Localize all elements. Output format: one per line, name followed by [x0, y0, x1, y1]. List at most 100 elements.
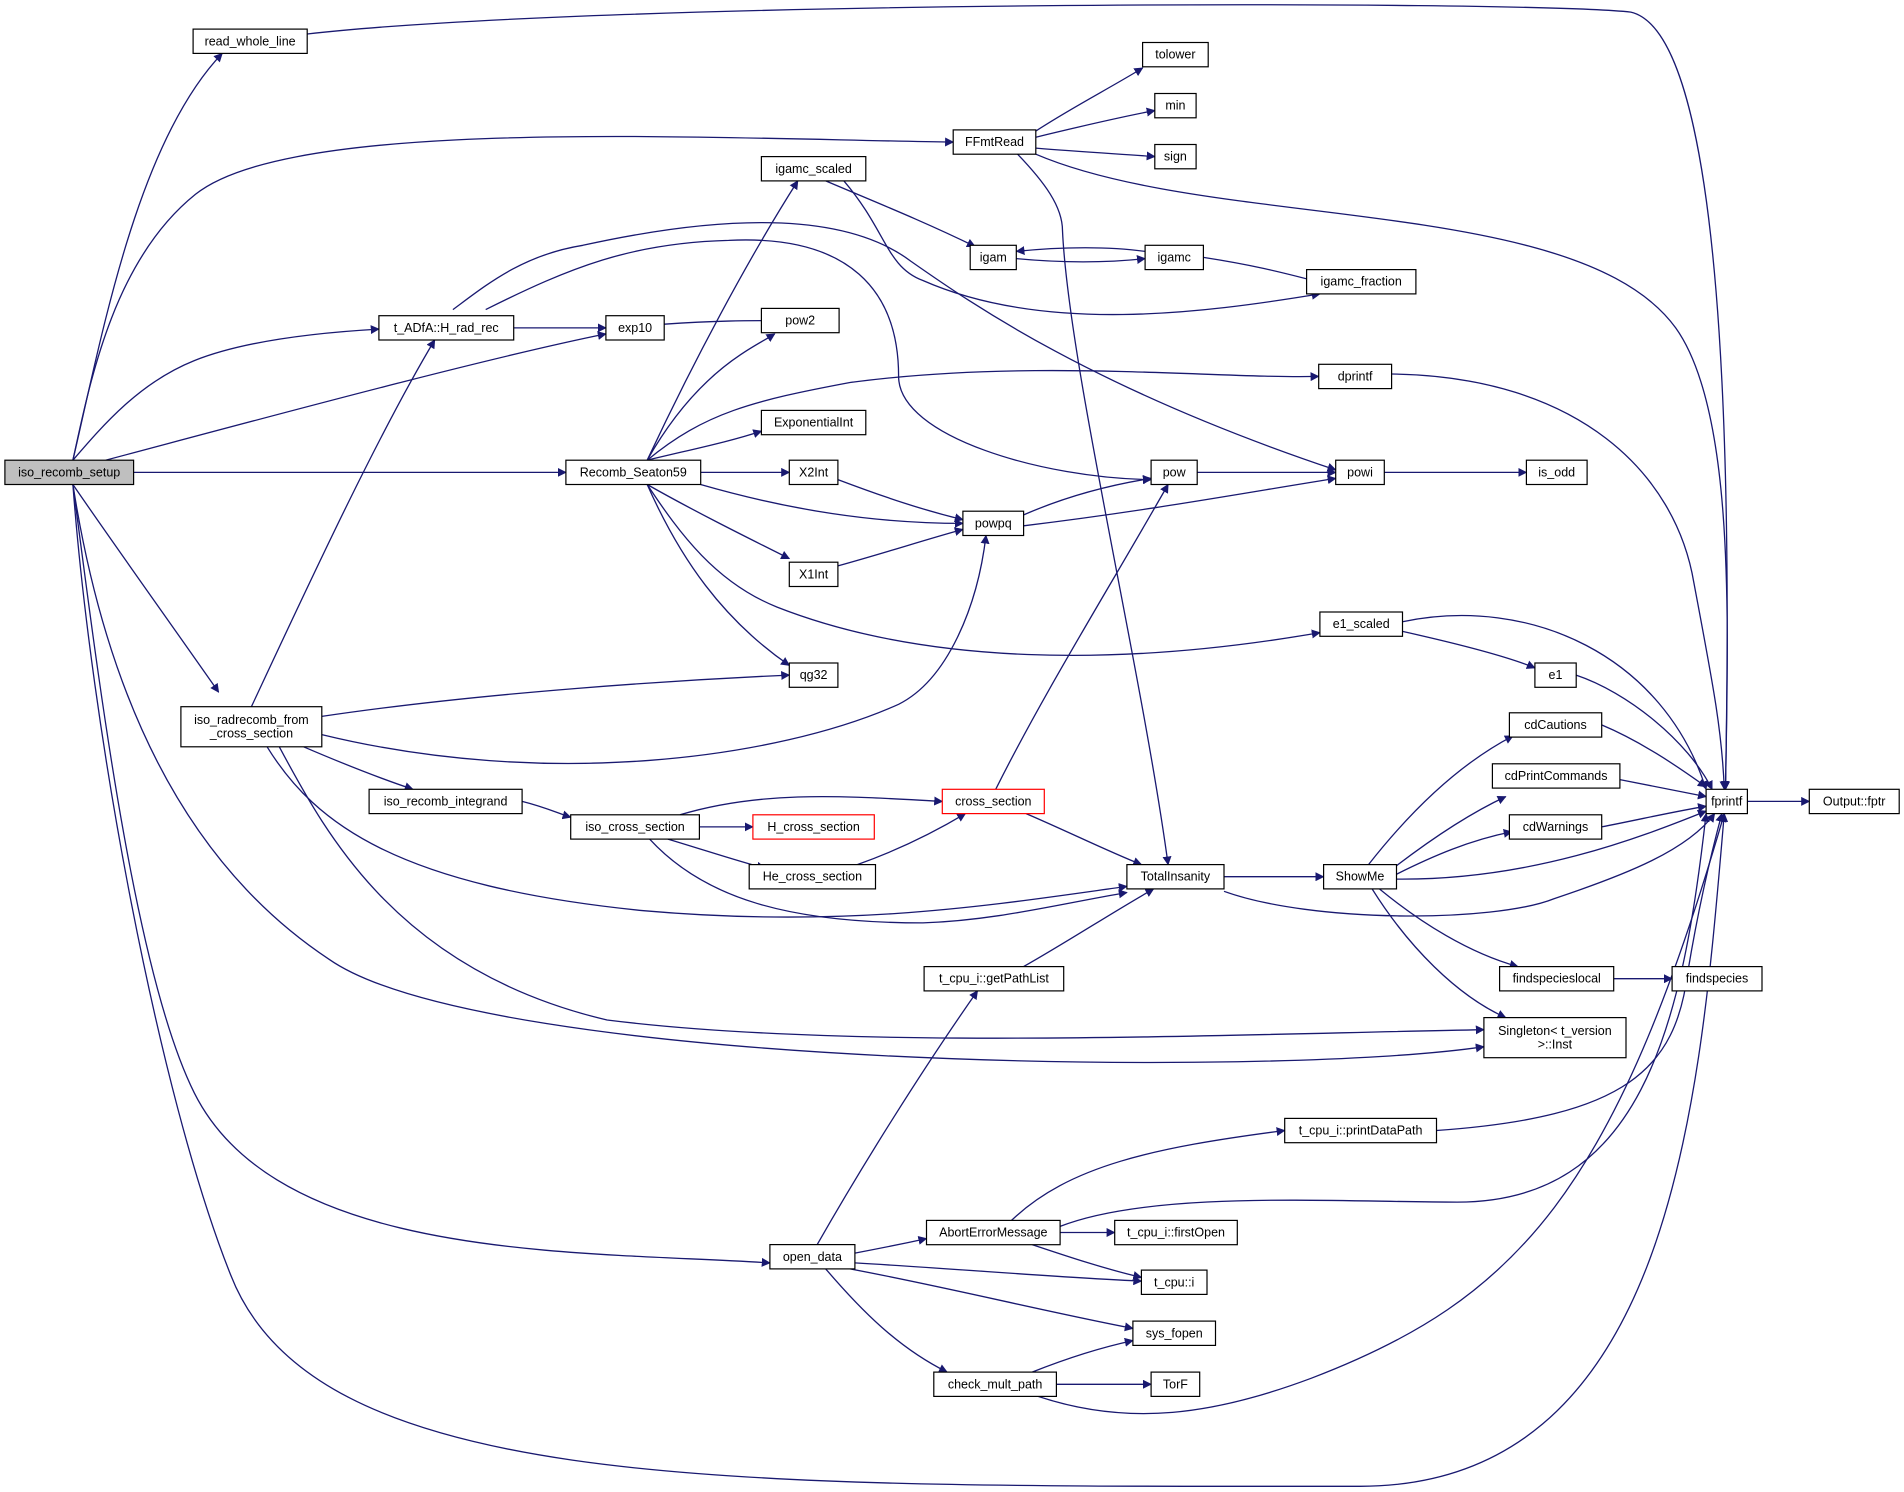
- node-pow2[interactable]: pow2: [760, 307, 840, 334]
- edge-iso_recomb_setup-to-fprintf: [72, 484, 1729, 1487]
- node-is_odd[interactable]: is_odd: [1525, 459, 1588, 486]
- edge-Recomb_Seaton59-to-e1_scaled: [646, 484, 1321, 657]
- node-findspecieslocal[interactable]: findspecieslocal: [1498, 965, 1615, 992]
- node-box-igam: [969, 244, 1017, 271]
- node-ExponentialInt[interactable]: ExponentialInt: [760, 409, 867, 436]
- edge-Recomb_Seaton59-to-X1Int: [646, 483, 791, 560]
- node-box-powpq: [962, 510, 1025, 537]
- node-label-min: min: [1165, 99, 1185, 113]
- node-check_mult_path[interactable]: check_mult_path: [933, 1371, 1057, 1397]
- call-edges: [72, 4, 1811, 1487]
- node-iso_radrecomb[interactable]: iso_radrecomb_from_cross_section: [180, 706, 323, 748]
- node-label-iso_recomb_integrand: iso_recomb_integrand: [384, 794, 508, 808]
- edge-ShowMe-to-cdPrintCommands: [1396, 795, 1507, 867]
- node-e1_scaled[interactable]: e1_scaled: [1319, 611, 1404, 637]
- node-e1[interactable]: e1: [1534, 662, 1577, 688]
- edge-iso_cross_section-to-cross_section: [679, 795, 944, 816]
- node-igam[interactable]: igam: [969, 244, 1017, 271]
- node-box-Output_fptr: [1808, 788, 1900, 815]
- node-X1Int[interactable]: X1Int: [788, 561, 839, 588]
- node-cdWarnings[interactable]: cdWarnings: [1508, 814, 1603, 840]
- edge-ShowMe-to-Singleton_Inst: [1371, 888, 1507, 1019]
- edge-cross_section-to-TotalInsanity: [1025, 813, 1143, 866]
- node-box-open_data: [769, 1243, 856, 1270]
- edge-iso_recomb_setup-to-H_rad_rec: [72, 325, 380, 461]
- node-X2Int[interactable]: X2Int: [788, 459, 839, 486]
- node-He_cross_section[interactable]: He_cross_section: [748, 863, 877, 890]
- node-t_cpu_i[interactable]: t_cpu::i: [1140, 1269, 1208, 1295]
- node-label-powpq: powpq: [975, 516, 1012, 530]
- node-label-sign: sign: [1164, 150, 1187, 164]
- edge-Recomb_Seaton59-to-powpq: [700, 483, 964, 528]
- node-igamc[interactable]: igamc: [1144, 244, 1204, 271]
- node-igamc_fraction[interactable]: igamc_fraction: [1305, 269, 1417, 295]
- node-label-tolower: tolower: [1155, 48, 1195, 62]
- edge-ShowMe-to-cdWarnings: [1396, 828, 1513, 875]
- node-label-findspecies: findspecies: [1686, 972, 1749, 986]
- node-TotalInsanity[interactable]: TotalInsanity: [1126, 863, 1225, 890]
- node-sys_fopen[interactable]: sys_fopen: [1132, 1320, 1217, 1346]
- edge-check_mult_path-to-sys_fopen: [1031, 1337, 1134, 1373]
- node-iso_cross_section[interactable]: iso_cross_section: [570, 814, 701, 840]
- node-label-He_cross_section: He_cross_section: [763, 870, 862, 884]
- node-label-igam: igam: [980, 250, 1007, 264]
- node-printDataPath[interactable]: t_cpu_i::printDataPath: [1284, 1117, 1438, 1144]
- node-Output_fptr[interactable]: Output::fptr: [1808, 788, 1900, 815]
- edge-exp10-to-pow2: [664, 316, 776, 326]
- node-box-ShowMe: [1322, 863, 1398, 890]
- node-dprintf[interactable]: dprintf: [1318, 363, 1393, 390]
- node-label-firstOpen: t_cpu_i::firstOpen: [1127, 1226, 1225, 1240]
- node-box-X1Int: [788, 561, 839, 588]
- edge-iso_radrecomb-to-TotalInsanity: [266, 746, 1128, 918]
- node-iso_recomb_setup[interactable]: iso_recomb_setup: [4, 459, 135, 486]
- node-iso_recomb_integrand[interactable]: iso_recomb_integrand: [368, 788, 523, 815]
- edge-iso_recomb_setup-to-Singleton_Inst: [72, 484, 1485, 1064]
- node-findspecies[interactable]: findspecies: [1671, 965, 1763, 992]
- node-open_data[interactable]: open_data: [769, 1243, 856, 1270]
- edge-igamc_scaled-to-igamc_fraction: [843, 180, 1321, 316]
- node-box-printDataPath: [1284, 1117, 1438, 1144]
- node-box-TotalInsanity: [1126, 863, 1225, 890]
- node-H_cross_section[interactable]: H_cross_section: [752, 814, 875, 840]
- edge-open_data-to-AbortErrorMessage: [854, 1235, 928, 1254]
- node-powi[interactable]: powi: [1335, 459, 1385, 486]
- node-igamc_scaled[interactable]: igamc_scaled: [760, 156, 867, 182]
- edge-check_mult_path-to-fprintf: [1037, 812, 1727, 1415]
- node-ShowMe[interactable]: ShowMe: [1322, 863, 1398, 890]
- node-sign[interactable]: sign: [1154, 143, 1197, 170]
- node-label-Recomb_Seaton59: Recomb_Seaton59: [580, 465, 687, 479]
- node-label-TotalInsanity: TotalInsanity: [1141, 870, 1211, 884]
- node-cdPrintCommands[interactable]: cdPrintCommands: [1491, 763, 1621, 789]
- node-FFmtRead[interactable]: FFmtRead: [952, 129, 1037, 155]
- node-exp10[interactable]: exp10: [605, 315, 665, 341]
- node-AbortErrorMessage[interactable]: AbortErrorMessage: [925, 1219, 1061, 1246]
- node-label-X2Int: X2Int: [799, 465, 829, 479]
- edge-iso_recomb_setup-to-open_data: [72, 484, 771, 1267]
- node-box-qg32: [788, 662, 839, 688]
- edge-FFmtRead-to-sign: [1035, 147, 1156, 161]
- node-min[interactable]: min: [1154, 92, 1197, 119]
- edge-cross_section-to-pow: [995, 483, 1169, 790]
- edge-AbortErrorMessage-to-printDataPath: [1011, 1127, 1286, 1221]
- node-powpq[interactable]: powpq: [962, 510, 1025, 537]
- node-read_whole_line[interactable]: read_whole_line: [192, 28, 308, 54]
- node-H_rad_rec[interactable]: t_ADfA::H_rad_rec: [378, 315, 515, 341]
- node-fprintf[interactable]: fprintf: [1705, 788, 1748, 815]
- node-firstOpen[interactable]: t_cpu_i::firstOpen: [1114, 1219, 1238, 1246]
- node-label-sys_fopen: sys_fopen: [1146, 1326, 1203, 1340]
- node-cdCautions[interactable]: cdCautions: [1508, 712, 1603, 738]
- node-Recomb_Seaton59[interactable]: Recomb_Seaton59: [565, 459, 702, 486]
- node-getPathList[interactable]: t_cpu_i::getPathList: [923, 965, 1065, 992]
- node-label-H_cross_section: H_cross_section: [767, 820, 859, 834]
- edge-iso_radrecomb-to-iso_recomb_integrand: [303, 746, 414, 791]
- node-TorF[interactable]: TorF: [1150, 1371, 1201, 1397]
- edge-igamc-to-igam: [1015, 246, 1146, 256]
- node-cross_section[interactable]: cross_section: [941, 788, 1045, 815]
- node-Singleton_Inst[interactable]: Singleton< t_version>::Inst: [1483, 1016, 1627, 1059]
- node-qg32[interactable]: qg32: [788, 662, 839, 688]
- node-tolower[interactable]: tolower: [1141, 41, 1209, 68]
- node-box-t_cpu_i: [1140, 1269, 1208, 1295]
- node-pow[interactable]: pow: [1150, 459, 1198, 486]
- edge-Recomb_Seaton59-to-pow2: [646, 333, 776, 461]
